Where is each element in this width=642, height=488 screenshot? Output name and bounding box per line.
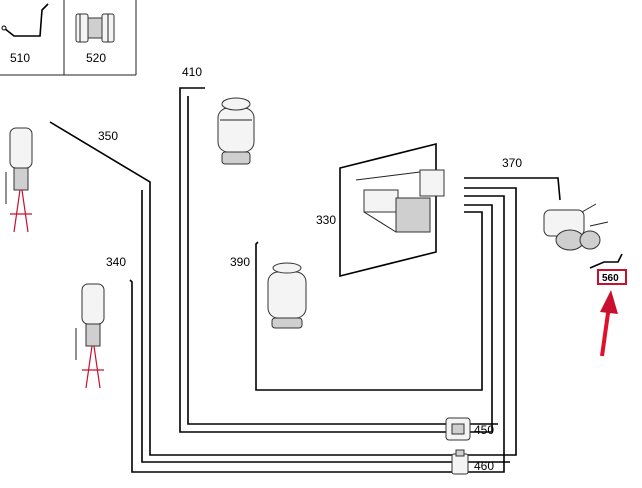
part-410-air-spring-icon[interactable] [217,97,255,165]
air-line-network [49,87,561,473]
highlight-arrow-icon [600,290,618,357]
part-370-compressor-icon[interactable] [543,203,609,251]
label-560: 560 [602,273,619,284]
label-410: 410 [182,65,202,79]
part-450-relay-icon[interactable] [445,417,471,441]
part-330-valve-block-icon[interactable] [339,142,445,278]
label-340: 340 [106,255,126,269]
label-520: 520 [86,51,106,65]
part-350-air-strut-icon[interactable] [5,127,33,233]
legend-boxes [0,0,137,76]
part-520-connector-icon[interactable] [75,13,115,43]
part-390-air-spring-icon[interactable] [267,262,307,329]
part-510-air-line-icon[interactable] [1,3,49,37]
label-350: 350 [98,129,118,143]
part-560-air-line-icon[interactable] [589,253,627,285]
part-340-air-strut-icon[interactable] [75,283,105,389]
label-370: 370 [502,156,522,170]
label-390: 390 [230,255,250,269]
label-330: 330 [316,213,336,227]
label-460: 460 [474,459,494,473]
label-450: 450 [474,423,494,437]
part-460-fuse-icon[interactable] [451,449,469,475]
label-510: 510 [10,51,30,65]
